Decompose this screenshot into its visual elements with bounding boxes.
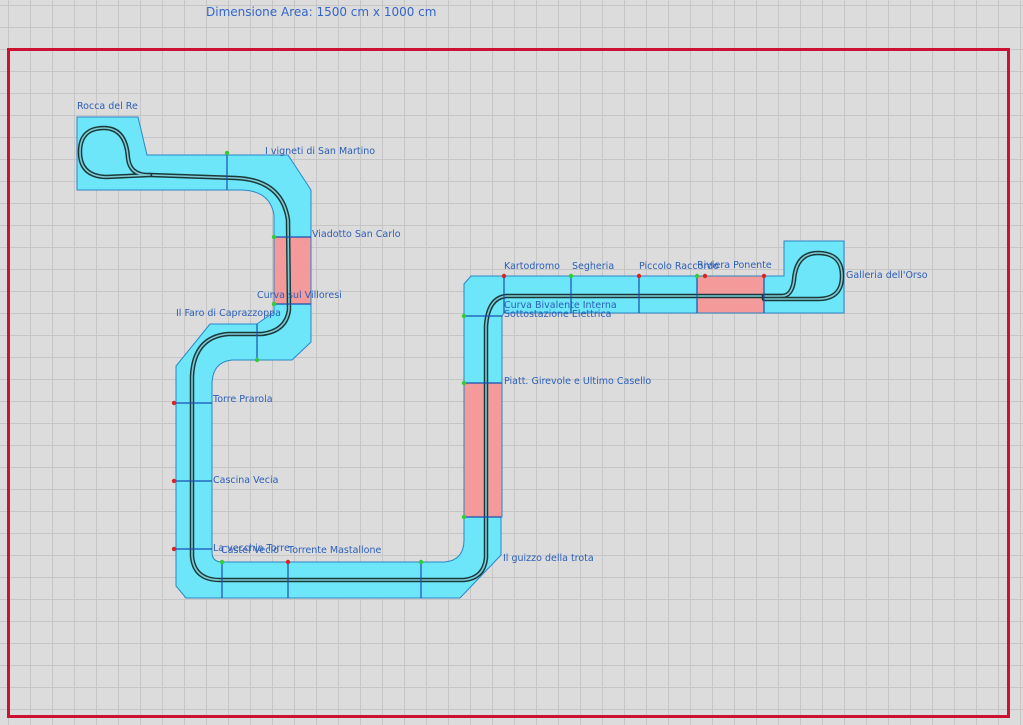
track — [77, 125, 845, 583]
label-guizzo-trota: Il guizzo della trota — [503, 553, 594, 564]
connector-ok — [461, 514, 467, 520]
label-rocca-del-re: Rocca del Re — [77, 101, 138, 112]
connector-ok — [271, 234, 277, 240]
label-castel-vecio: Castel Vecio — [221, 545, 279, 556]
connector-open — [171, 400, 177, 406]
label-galleria-orso: Galleria dell'Orso — [846, 270, 928, 281]
label-faro: Il Faro di Caprazzoppa — [176, 308, 281, 319]
layout-area-boundary — [7, 48, 1010, 718]
connector-open — [702, 273, 708, 279]
label-la-vecchia-torre: La vecchia Torre — [213, 543, 290, 554]
connector-ok — [254, 357, 260, 363]
connector-ok — [461, 313, 467, 319]
connector-open — [171, 478, 177, 484]
connector-open — [636, 273, 642, 279]
connector-ok — [224, 150, 230, 156]
label-torre-prarola: Torre Prarola — [212, 394, 273, 405]
connector-ok — [418, 559, 424, 565]
module-sottostazione[interactable] — [463, 315, 503, 384]
area-dimension-label: Dimensione Area: 1500 cm x 1000 cm — [206, 5, 437, 19]
module-curva-bivalente[interactable] — [463, 275, 505, 317]
module-joints — [176, 155, 765, 598]
label-sottostazione: Sottostazione Elettrica — [504, 309, 611, 320]
label-i-vigneti: I vigneti di San Martino — [265, 146, 375, 157]
label-viadotto: Viadotto San Carlo — [312, 229, 401, 240]
label-riviera-ponente: Riviera Ponente — [697, 260, 772, 271]
label-cascina-vecia: Cascina Vecia — [213, 475, 278, 486]
connector-ok — [694, 273, 700, 279]
label-segheria: Segheria — [572, 261, 614, 272]
label-torrente-mastallone: Torrente Mastallone — [287, 545, 382, 556]
label-piatt-girevole: Piatt. Girevole e Ultimo Casello — [504, 376, 651, 387]
label-piccolo-raccordo: Piccolo Raccordo — [639, 261, 719, 272]
connector-ok — [271, 301, 277, 307]
label-curva-villoresi: Curva sul Villoresi — [257, 290, 342, 301]
module-guizzo-trota[interactable] — [420, 516, 502, 599]
module-i-vigneti[interactable] — [226, 154, 312, 238]
module-faro-caprazzoppa[interactable] — [175, 323, 258, 404]
connector-open — [761, 273, 767, 279]
label-kartodromo: Kartodromo — [504, 261, 560, 272]
connector-points — [171, 150, 767, 565]
module-piatt-girevole[interactable] — [463, 382, 503, 518]
connector-ok — [461, 380, 467, 386]
connector-open — [501, 273, 507, 279]
module-curva-villoresi[interactable] — [256, 303, 312, 361]
module-galleria-orso[interactable] — [763, 240, 845, 314]
connector-open — [285, 559, 291, 565]
connector-ok — [568, 273, 574, 279]
connector-open — [171, 546, 177, 552]
label-curva-bivalente: Curva Bivalente Interna — [504, 300, 617, 311]
module-labels: Rocca del Re I vigneti di San Martino Vi… — [77, 101, 928, 564]
connector-ok — [219, 559, 225, 565]
